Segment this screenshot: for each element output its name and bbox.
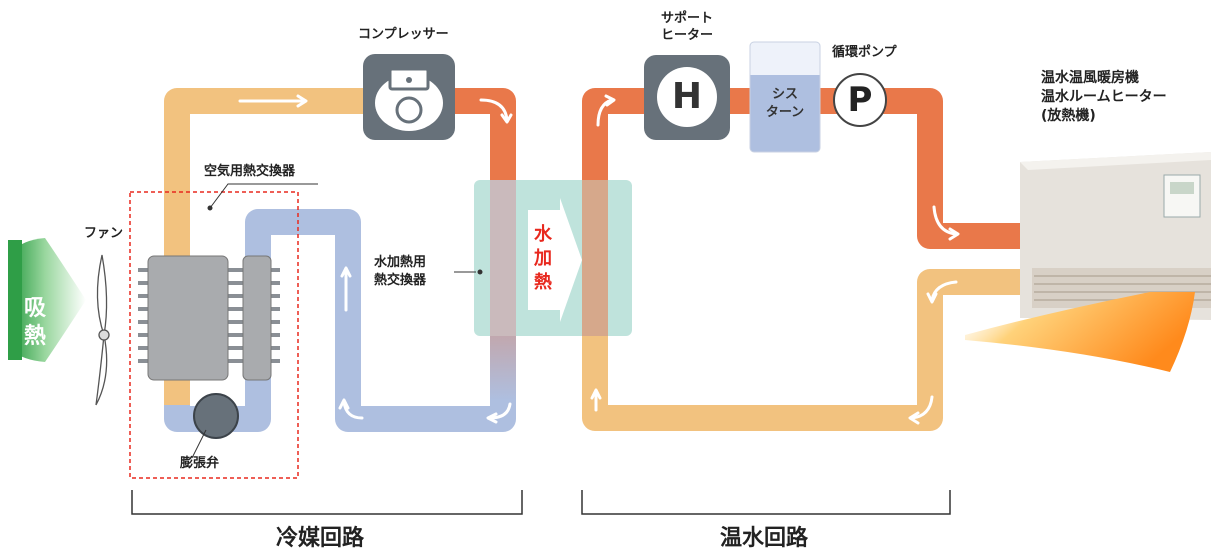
heat-absorb-arrow bbox=[12, 238, 86, 362]
heat-absorb-label-2: 熱 bbox=[24, 324, 47, 349]
air-heat-exchanger bbox=[138, 255, 280, 381]
water-hx-label-1: 水加熱用 bbox=[374, 255, 427, 270]
hotwater-bracket bbox=[581, 490, 951, 515]
refrigerant-bracket bbox=[131, 490, 523, 515]
support-heater-label-2: ヒーター bbox=[660, 28, 713, 43]
radiator-label-3: (放熱機) bbox=[1041, 108, 1096, 124]
air-hx-highlight-box bbox=[129, 191, 299, 479]
circulation-pump bbox=[833, 73, 887, 127]
warm-air-flow bbox=[965, 292, 1195, 372]
heat-absorb-label-1: 吸 bbox=[24, 296, 47, 321]
hotwater-return-pipe bbox=[582, 269, 1030, 431]
water-heating-label-3: 熱 bbox=[534, 272, 552, 293]
pump-label: 循環ポンプ bbox=[832, 45, 897, 60]
cistern-label-2: ターン bbox=[765, 105, 805, 120]
compressor-label: コンプレッサー bbox=[358, 27, 449, 42]
radiator-label-1: 温水温風暖房機 bbox=[1041, 70, 1139, 86]
support-heater-label-1: サポート bbox=[660, 11, 713, 26]
expansion-valve bbox=[193, 393, 239, 439]
water-heating-label-2: 加 bbox=[534, 248, 552, 269]
expansion-valve-label: 膨張弁 bbox=[180, 456, 220, 471]
water-heating-label-1: 水 bbox=[534, 224, 552, 245]
refrigerant-cold-pipe bbox=[245, 209, 516, 432]
water-hx-label-2: 熱交換器 bbox=[374, 273, 427, 288]
cistern-label-1: シス bbox=[771, 87, 798, 102]
air-heat-exchanger-label: 空気用熱交換器 bbox=[204, 164, 296, 179]
flow-arrows bbox=[238, 94, 960, 425]
refrigerant-circuit-label: 冷媒回路 bbox=[276, 526, 365, 551]
water-heating-arrow bbox=[528, 198, 582, 322]
pump-symbol: P bbox=[847, 80, 873, 120]
hotwater-circuit-label: 温水回路 bbox=[720, 526, 809, 551]
cistern bbox=[749, 41, 821, 153]
fan-icon bbox=[95, 254, 110, 406]
heater-symbol: H bbox=[671, 76, 703, 117]
air-hx-leader bbox=[209, 183, 318, 209]
radiator-label-2: 温水ルームヒーター bbox=[1041, 89, 1167, 105]
fan-label: ファン bbox=[84, 226, 124, 241]
